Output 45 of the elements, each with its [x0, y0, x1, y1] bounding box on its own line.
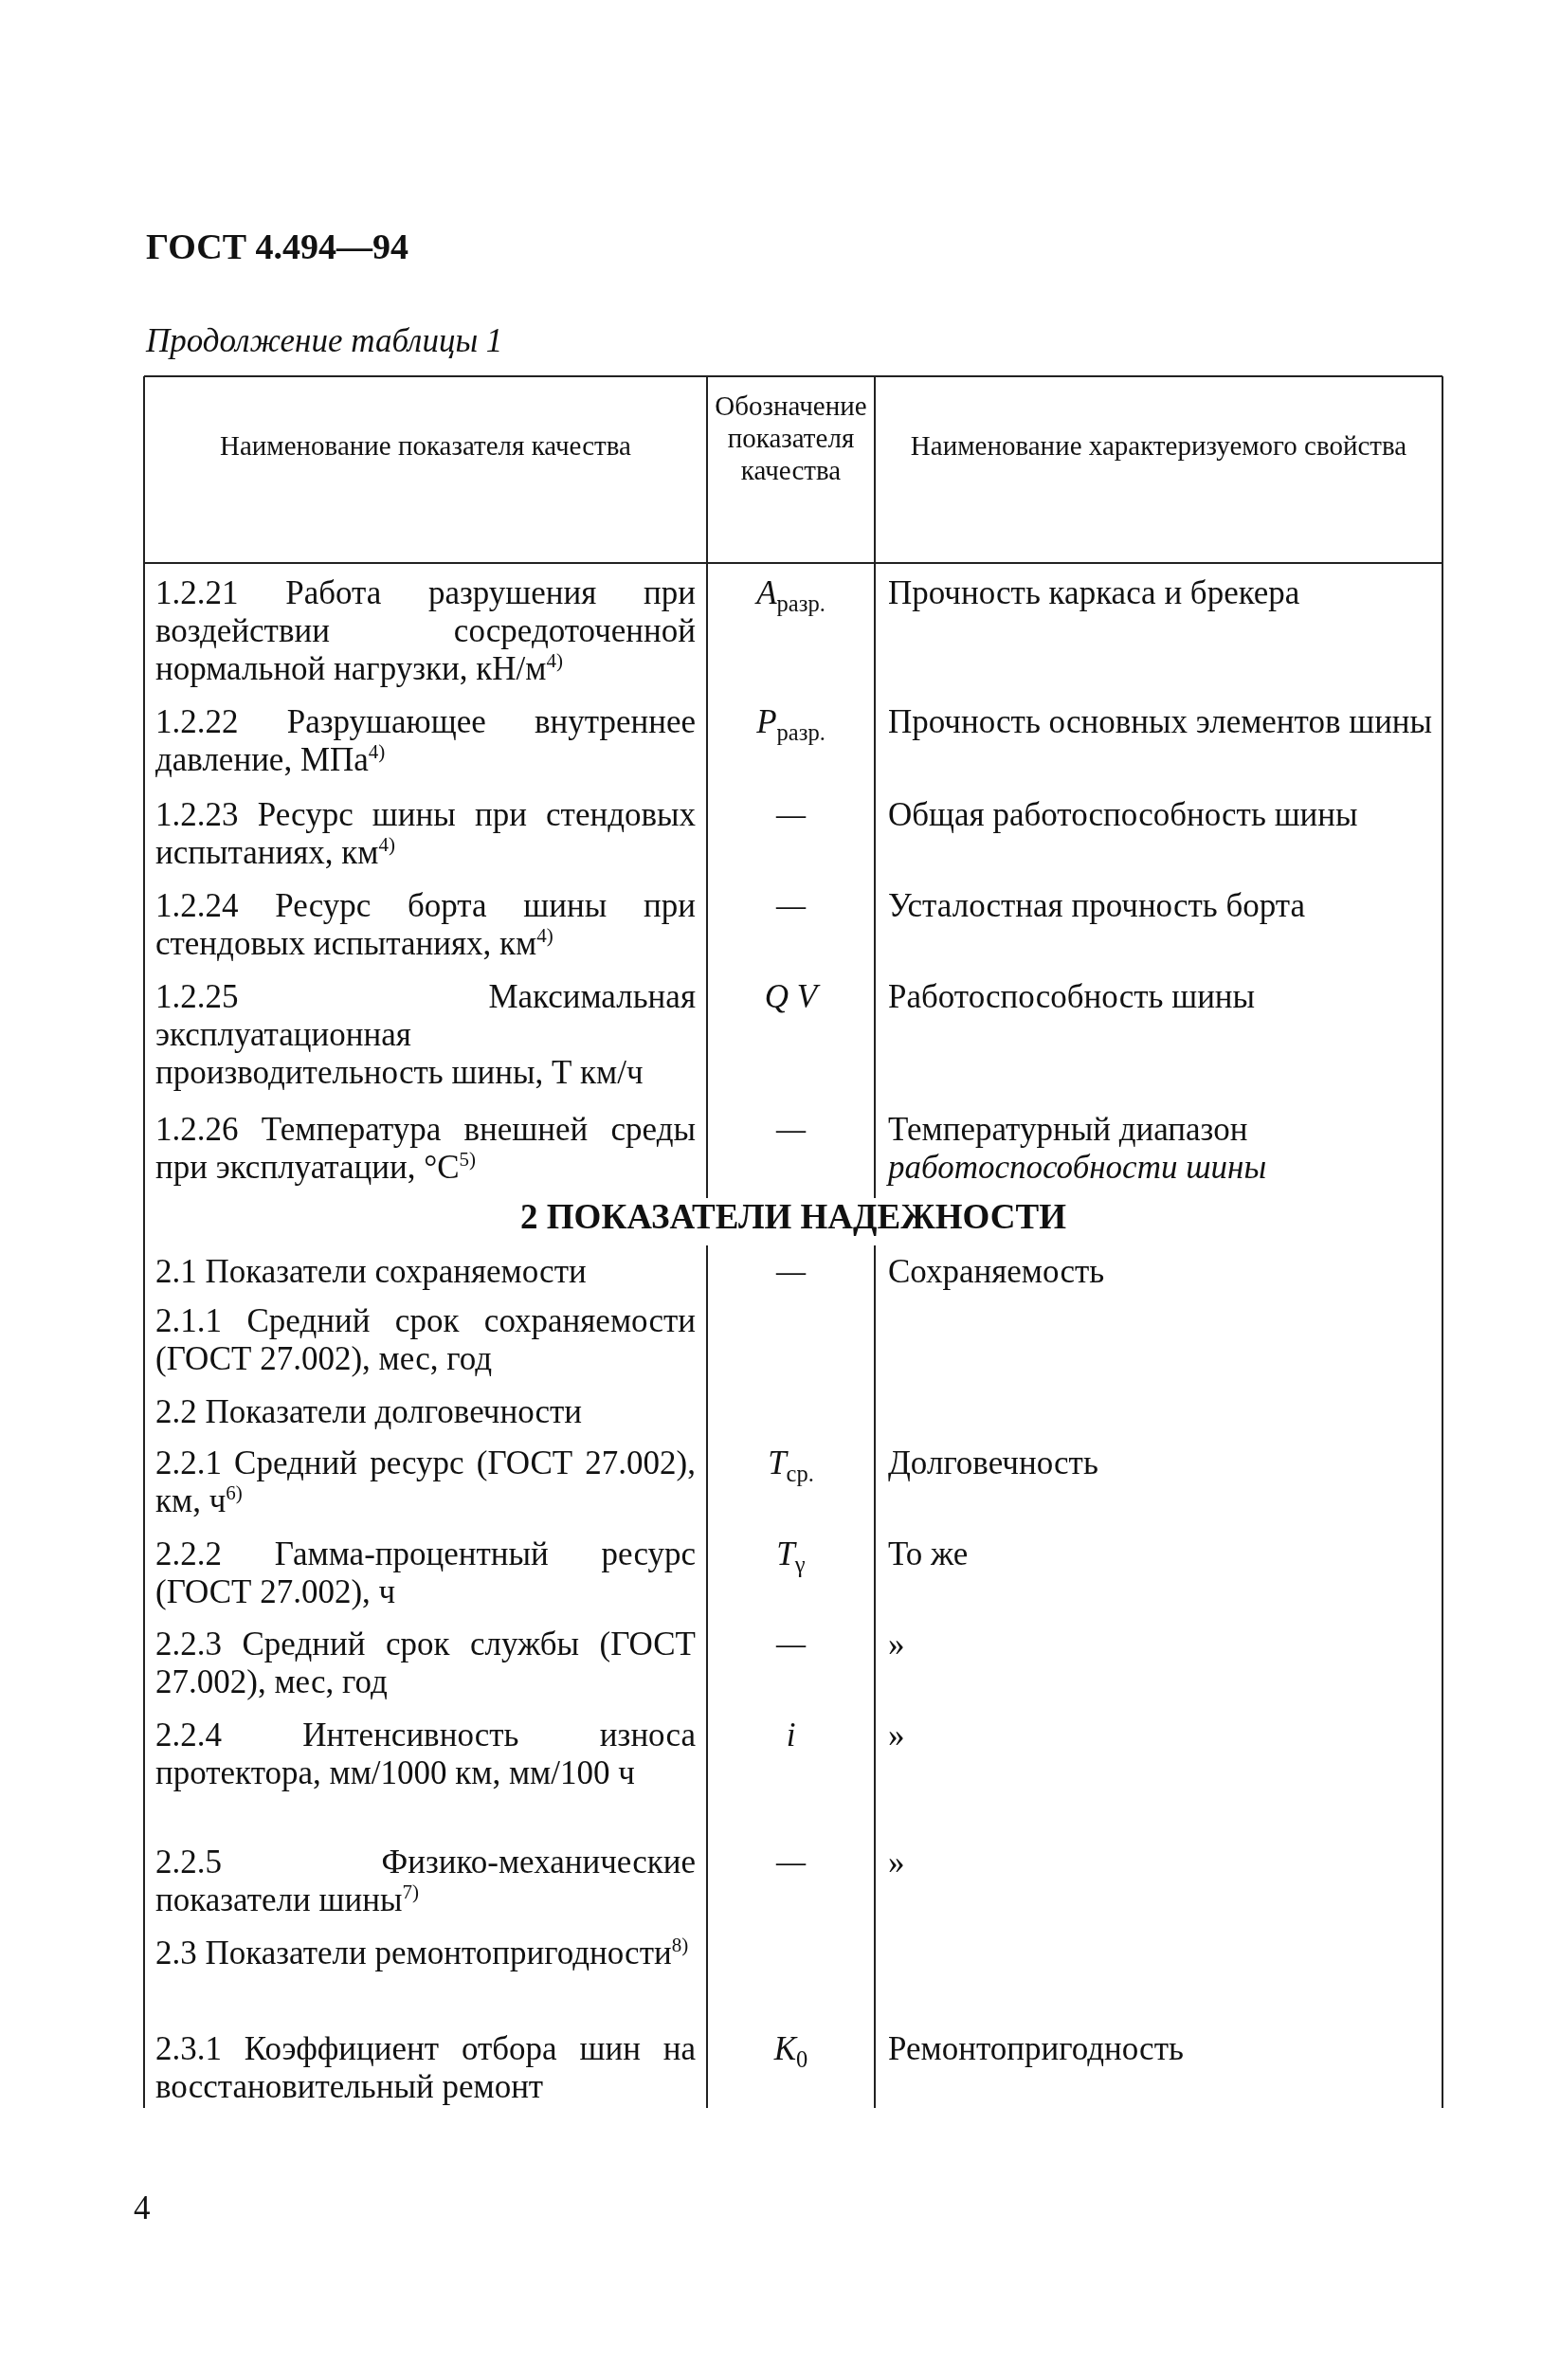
indicator-name: 1.2.24 Ресурс борта шины при стендовых испытаниях, км$^{4)}$	[155, 887, 696, 963]
indicator-name: 1.2.21 Работа разрушения при воздействии сосредоточенной нормальной нагрузки, кН/м$^{4)}$	[155, 574, 696, 688]
property-name: Общая работоспособность шины	[888, 796, 1359, 834]
indicator-name: 1.2.25 Максимальная эксплуатационная производительность шины, Т км/ч	[155, 978, 696, 1092]
property-name: То же	[888, 1535, 970, 1573]
property-name: Прочность основных элементов шины	[888, 703, 1433, 741]
property-name: »	[888, 1717, 906, 1754]
indicator-name: 2.2.3 Средний срок службы (ГОСТ 27.002), мес, год	[155, 1626, 696, 1701]
indicator-symbol: —	[774, 1111, 807, 1149]
property-name: Работоспособность шины	[888, 978, 1257, 1016]
column-header: Наименование характеризуемого свойства	[909, 429, 1408, 462]
property-name: Температурный диапазон работоспособности шины	[888, 1111, 1268, 1187]
property-name: Сохраняемость	[888, 1253, 1106, 1291]
property-name: Ремонтопригодность	[888, 2030, 1185, 2068]
property-name: »	[888, 1844, 906, 1881]
indicator-name: 2.2.4 Интенсивность износа протектора, мм/1000 км, мм/100 ч	[155, 1717, 696, 1792]
indicator-symbol: —	[774, 887, 807, 925]
indicator-name: 1.2.23 Ресурс шины при стендовых испытаниях, км$^{4)}$	[155, 796, 696, 872]
column-header: Обозначение показателя качества	[714, 390, 868, 486]
property-name: »	[888, 1626, 906, 1663]
indicator-name: 2.2.5 Физико-механические показатели шины$^{7)}$	[155, 1844, 696, 1919]
indicator-name: 2.1.1 Средний срок сохраняемости (ГОСТ 27.002), мес, год	[155, 1302, 696, 1378]
indicator-name: 2.3.1 Коэффициент отбора шин на восстановительный ремонт	[155, 2030, 696, 2106]
indicator-symbol: K$_{0}$	[772, 2030, 809, 2068]
section-heading: 2 ПОКАЗАТЕЛИ НАДЕЖНОСТИ	[519, 1198, 1067, 1236]
document-title: ГОСТ 4.494—94	[146, 227, 409, 265]
property-name: Долговечность	[888, 1444, 1099, 1482]
table-caption: Продолжение таблицы 1	[146, 322, 504, 360]
indicator-name: 2.2 Показатели долговечности	[155, 1393, 584, 1431]
indicator-name: 2.3 Показатели ремонтопригодности$^{8)}$	[155, 1935, 690, 1972]
indicator-name: 2.1 Показатели сохраняемости	[155, 1253, 588, 1291]
property-name: Усталостная прочность борта	[888, 887, 1307, 925]
property-name: Прочность каркаса и брекера	[888, 574, 1301, 612]
indicator-symbol: i	[785, 1717, 797, 1754]
column-header: Наименование показателя качества	[219, 429, 632, 462]
indicator-name: 1.2.26 Температура внешней среды при эксплуатации, °С$^{5)}$	[155, 1111, 696, 1187]
indicator-symbol: —	[774, 1626, 807, 1663]
indicator-name: 2.2.1 Средний ресурс (ГОСТ 27.002), км, ч$^{6)}$	[155, 1444, 696, 1520]
indicator-symbol: Q V	[711, 978, 871, 1016]
indicator-name: 2.2.2 Гамма-процентный ресурс (ГОСТ 27.002), ч	[155, 1535, 696, 1611]
page-number: 4	[134, 2189, 152, 2227]
indicator-symbol: —	[774, 1253, 807, 1291]
indicator-name: 1.2.22 Разрушающее внутреннее давление, МПа$^{4)}$	[155, 703, 696, 779]
indicator-symbol: —	[774, 1844, 807, 1881]
indicator-symbol: —	[774, 796, 807, 834]
